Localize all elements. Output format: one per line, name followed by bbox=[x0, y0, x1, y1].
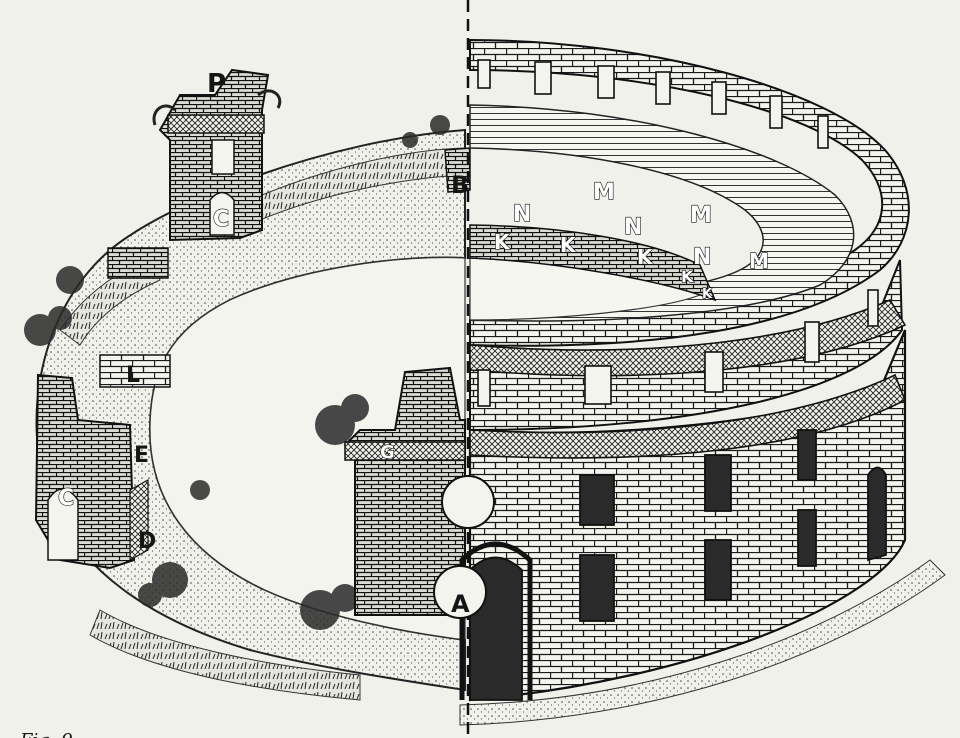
label-k-1: K bbox=[494, 230, 511, 254]
label-k-2: K bbox=[560, 233, 577, 257]
parapet-windows bbox=[477, 59, 829, 149]
ruined-tower bbox=[152, 68, 282, 242]
label-a: A bbox=[451, 590, 470, 618]
letter-labels: P C B L E C D G A N N N M M M K K K K K … bbox=[19, 69, 770, 738]
figure-caption: Fig. 9. bbox=[19, 730, 78, 738]
label-k-3: K bbox=[637, 245, 654, 269]
label-c-pier: C bbox=[58, 486, 74, 511]
label-k-4: K bbox=[681, 267, 694, 286]
label-e: E bbox=[134, 443, 149, 468]
ruined-pier-left bbox=[34, 373, 149, 570]
shrubs bbox=[24, 115, 450, 630]
cavea-seating bbox=[469, 104, 855, 322]
marker-circle-upper bbox=[441, 475, 495, 529]
label-m-3: M bbox=[749, 249, 769, 273]
label-k-5: K bbox=[702, 287, 713, 302]
wall-fragment-l bbox=[99, 354, 171, 388]
label-n-1: N bbox=[513, 202, 531, 227]
label-n-2: N bbox=[624, 215, 642, 240]
attic-windows bbox=[477, 289, 879, 407]
label-m-1: M bbox=[593, 180, 615, 205]
podium-wall bbox=[469, 224, 717, 302]
intact-half bbox=[459, 38, 946, 726]
label-m-2: M bbox=[690, 203, 712, 228]
label-l: L bbox=[126, 363, 140, 388]
cornice-upper bbox=[469, 298, 907, 377]
cornice-lower bbox=[469, 373, 907, 459]
label-n-3: N bbox=[693, 245, 711, 270]
stone-block bbox=[107, 247, 169, 279]
label-g: G bbox=[380, 442, 395, 463]
label-p: P bbox=[207, 69, 226, 99]
marker-circle-lower bbox=[433, 565, 487, 619]
label-d: D bbox=[138, 529, 156, 554]
label-c-tower: C bbox=[213, 207, 229, 232]
ruins-half bbox=[24, 68, 471, 701]
label-b: B bbox=[451, 171, 469, 199]
